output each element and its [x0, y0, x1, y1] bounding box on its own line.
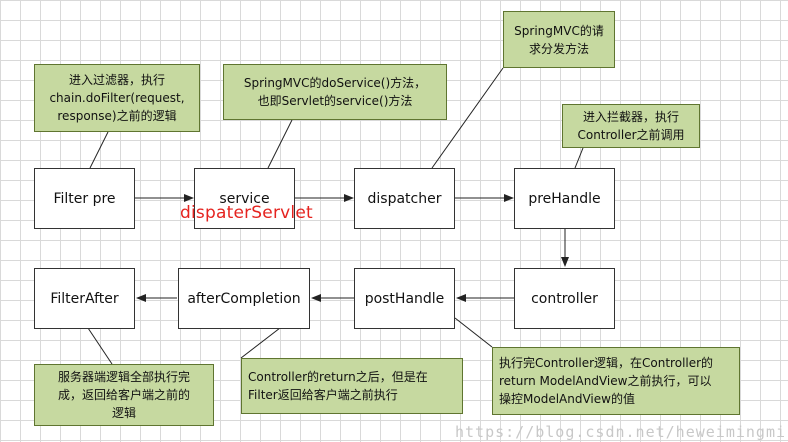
note-line: 进入拦截器，执行 — [582, 110, 679, 124]
node-label: preHandle — [528, 190, 601, 207]
node-controller: controller — [514, 268, 615, 329]
note-pre-handle: 进入拦截器，执行 Controller之前调用 — [562, 104, 700, 148]
callout-line-after-completion — [240, 327, 281, 359]
node-label: dispatcher — [367, 190, 442, 207]
note-line: 进入过滤器，执行 — [68, 73, 165, 87]
note-line: Controller的return之后，但是在 — [248, 370, 428, 384]
callout-line-service — [267, 119, 293, 169]
note-line: 操控ModelAndView的值 — [499, 392, 635, 406]
callout-line-prehandle — [574, 147, 584, 169]
node-pre-handle: preHandle — [514, 168, 615, 229]
note-after-completion: Controller的return之后，但是在 Filter返回给客户端之前执行 — [241, 358, 463, 414]
node-post-handle: postHandle — [354, 268, 455, 329]
node-after-completion: afterCompletion — [178, 268, 310, 329]
node-label: service — [219, 190, 270, 207]
node-label: postHandle — [364, 290, 445, 307]
note-line: 也即Servlet的service()方法 — [257, 94, 413, 108]
note-line: Controller之前调用 — [577, 128, 685, 142]
note-line: Filter返回给客户端之前执行 — [248, 388, 398, 402]
node-filter-pre: Filter pre — [34, 168, 135, 229]
note-line: response)之前的逻辑 — [57, 109, 177, 123]
callout-line-dispatcher — [431, 67, 504, 169]
node-label: Filter pre — [53, 190, 116, 207]
node-filter-after: FilterAfter — [34, 268, 135, 329]
note-post-handle: 执行完Controller逻辑，在Controller的 return Mode… — [492, 347, 740, 415]
note-line: SpringMVC的doService()方法， — [243, 76, 427, 90]
node-label: FilterAfter — [50, 290, 119, 307]
note-line: 执行完Controller逻辑，在Controller的 — [499, 356, 714, 370]
note-dispatcher: SpringMVC的请 求分发方法 — [503, 11, 615, 68]
note-filter-pre: 进入过滤器，执行 chain.doFilter(request, respons… — [34, 64, 200, 132]
note-line: 成，返回给客户端之前的 — [57, 388, 190, 402]
callout-line-filter-pre — [89, 131, 109, 169]
callout-line-filter-after — [87, 327, 113, 365]
note-line: return ModelAndView之前执行，可以 — [499, 374, 712, 388]
note-line: 服务器端逻辑全部执行完 — [57, 370, 190, 384]
note-service: SpringMVC的doService()方法， 也即Servlet的servi… — [223, 64, 447, 120]
note-line: SpringMVC的请 — [514, 23, 604, 38]
callout-line-post-handle — [454, 317, 493, 348]
dispatcher-servlet-label: dispaterServlet — [180, 203, 313, 223]
node-label: afterCompletion — [187, 290, 301, 307]
note-line: 求分发方法 — [528, 41, 589, 56]
note-filter-after: 服务器端逻辑全部执行完 成，返回给客户端之前的 逻辑 — [34, 364, 214, 426]
node-label: controller — [531, 290, 598, 307]
node-dispatcher: dispatcher — [354, 168, 455, 229]
note-line: chain.doFilter(request, — [49, 91, 185, 105]
note-line: 逻辑 — [111, 406, 136, 420]
node-service: service — [194, 168, 295, 229]
watermark: https://blog.csdn.net/heweimingmi — [455, 423, 787, 441]
